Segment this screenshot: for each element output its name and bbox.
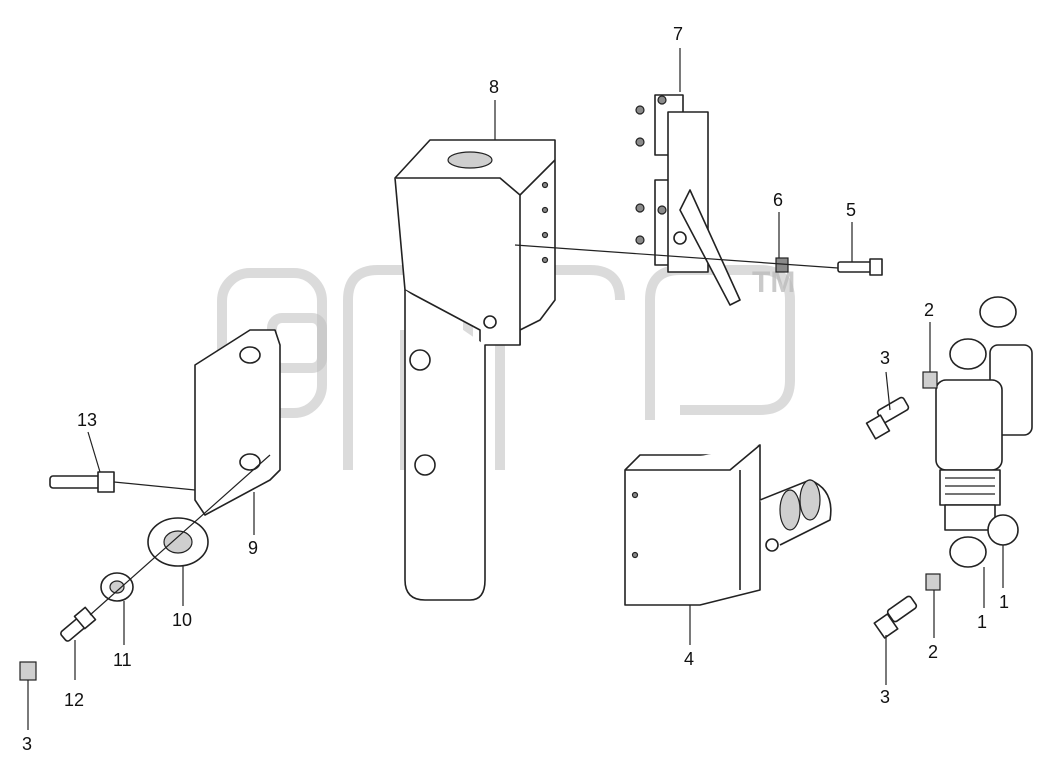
part-8-bracket [394,139,556,601]
callout-3-lower: 3 [880,687,890,707]
callout-11: 11 [113,650,132,670]
callout-7: 7 [673,24,683,44]
callout-9: 9 [248,538,258,558]
callout-13: 13 [77,410,97,430]
callout-8: 8 [489,77,499,97]
part-2-nut-upper [922,371,938,389]
callout-1-upper: 1 [999,592,1009,612]
part-3-nut-left [19,661,37,681]
part-12-bolt [60,606,97,642]
callout-1-lower: 1 [977,612,987,632]
watermark-tm: TM [752,266,795,299]
part-1-shock-absorber [935,296,1033,568]
callout-2-lower: 2 [928,642,938,662]
callout-5: 5 [846,200,856,220]
callout-3-left: 3 [22,734,32,754]
callout-10: 10 [172,610,192,630]
part-5-bolt [837,258,883,276]
part-4-bracket [624,444,832,606]
part-2-nut-lower [925,573,941,591]
part-13-bolt [49,471,115,493]
callout-3-upper: 3 [880,348,890,368]
part-9-plate [194,329,281,516]
part-7-clamp [635,94,741,306]
callout-12: 12 [64,690,84,710]
callout-6: 6 [773,190,783,210]
part-11-sleeve [100,572,134,602]
part-10-bushing [147,517,209,567]
part-6-nut [775,257,789,273]
callout-4: 4 [684,649,694,669]
leader-lines [27,48,1004,730]
part-3-bolt-lower [873,595,918,639]
callout-2-upper: 2 [924,300,934,320]
part-3-bolt-upper [865,396,910,440]
